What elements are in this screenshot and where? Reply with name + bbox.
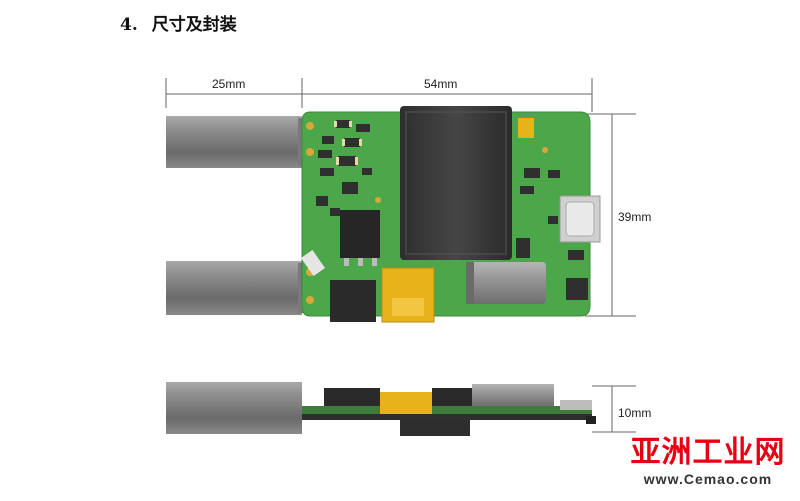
watermark-name: 亚洲工业网: [630, 435, 786, 470]
cable-length-label: 25mm: [212, 77, 246, 91]
watermark-url: www.Cemao.com: [643, 471, 773, 487]
cable-top: [166, 116, 306, 168]
watermark: 亚洲工业网 www.Cemao.com: [618, 436, 798, 488]
side-view: [166, 382, 596, 436]
height-label: 10mm: [618, 406, 652, 420]
board-length-label: 54mm: [424, 77, 458, 91]
section-heading: 4. 尺寸及封装: [120, 10, 237, 35]
dimension-lines: [165, 78, 636, 433]
pcb-board: [300, 106, 601, 323]
board-width-label: 39mm: [618, 210, 652, 224]
section-number: 4.: [120, 15, 138, 35]
section-title: 尺寸及封装: [151, 15, 237, 35]
cable-bottom: [166, 261, 306, 315]
